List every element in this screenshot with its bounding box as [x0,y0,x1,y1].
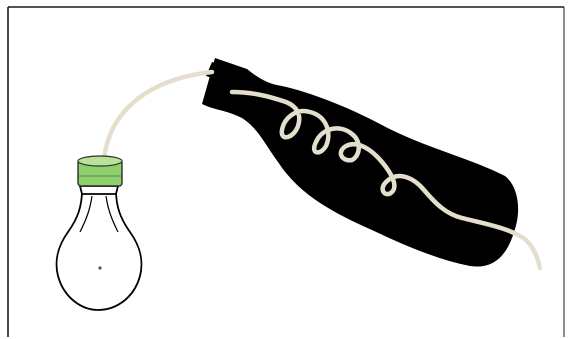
cap-top [78,156,122,166]
bottle-icon [202,58,518,267]
bottle-cap-icon [78,156,122,186]
bulb-filament-dot [98,266,101,269]
bottle-body [202,58,518,267]
bulb-glass [56,190,141,310]
bulb-base [80,186,118,194]
light-bulb-icon [56,186,141,310]
tube-outer-segment [104,72,212,160]
